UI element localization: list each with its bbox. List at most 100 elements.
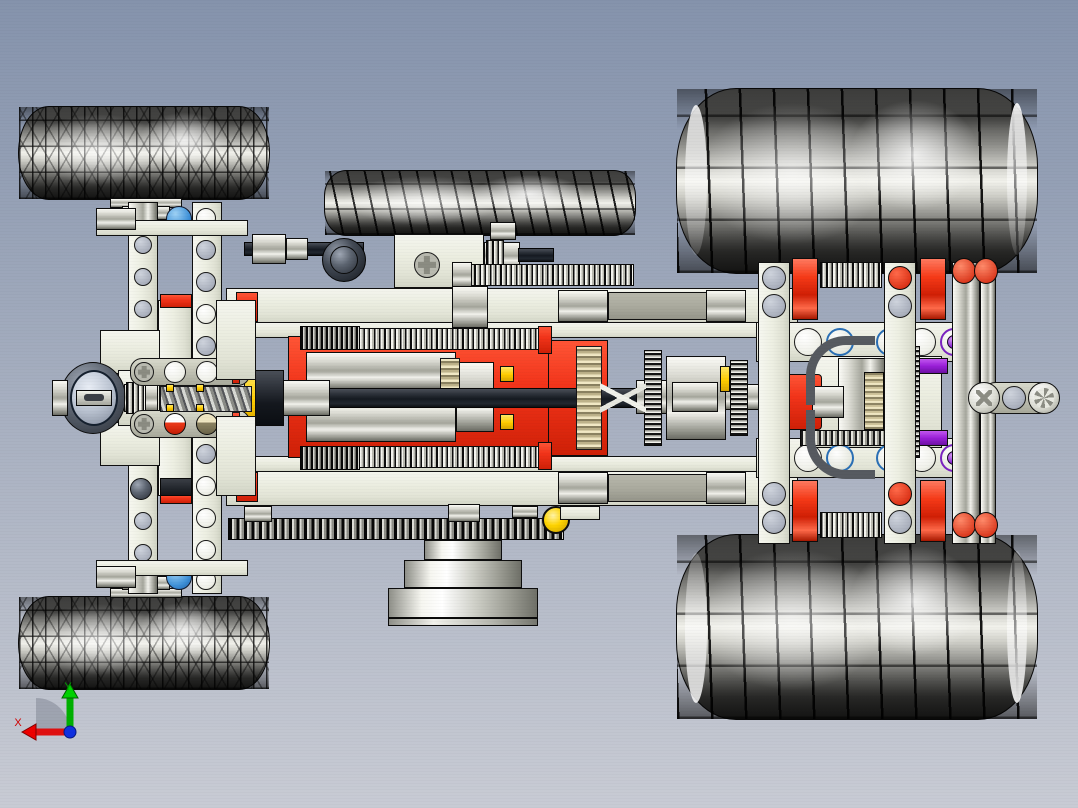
liftarm-hole [134, 512, 152, 530]
chassis-upper-connector-2 [706, 290, 746, 322]
liftarm-hole [134, 300, 152, 318]
uj-black-collar [254, 370, 284, 426]
tread-pattern-hex [19, 597, 269, 689]
rear-vertical-hole [762, 266, 786, 290]
chassis-upper-plate-gray [608, 292, 708, 320]
front-red-marker [160, 294, 192, 308]
front-left-wheel [18, 106, 270, 200]
rear-vertical-hole [762, 482, 786, 506]
steering-rack-gear [468, 264, 634, 286]
cone-stack-base [388, 618, 538, 626]
rear-red-ring-upper [952, 258, 976, 284]
liftarm-hole [134, 268, 152, 286]
chassis-lower-connector [558, 472, 608, 504]
front-right-wheel [18, 596, 270, 690]
connector-splines [1034, 388, 1054, 408]
track-sprocket-right [448, 504, 480, 522]
rear-vertical-hole [762, 510, 786, 534]
rear-red-ring-lower-2 [974, 512, 998, 538]
rear-diff-curve-arm [806, 336, 875, 405]
steering-ball-joint [322, 238, 366, 282]
track-chain [228, 518, 564, 540]
rear-axle-tube-lower-2 [920, 480, 946, 542]
rear-diff-curve-arm-lower [806, 410, 875, 479]
chassis-accent-red-lower [538, 442, 552, 470]
gearbox-drum-upper [306, 352, 456, 390]
gearbox-drum-lower [306, 404, 456, 442]
front-right-axle-stub [96, 566, 136, 588]
shock-red-ball [164, 413, 186, 435]
rear-spline-lower [820, 512, 882, 538]
rear-vertical-hole [888, 510, 912, 534]
liftarm-hole [196, 336, 216, 356]
liftarm-hole [196, 272, 216, 292]
track-sprocket-left [244, 506, 272, 522]
tread-pattern-block [677, 89, 1037, 273]
front-left-axle-stub [96, 208, 136, 230]
liftarm-hole [196, 476, 216, 496]
axis-label-x: X [14, 717, 22, 729]
upper-gear-dark [300, 326, 360, 350]
rear-red-hole [888, 482, 912, 506]
axis-label-y: Y [64, 681, 72, 693]
track-idler [512, 506, 538, 518]
rear-right-wheel [676, 534, 1038, 720]
rear-spline-upper [820, 262, 882, 288]
suspension-spring-center [576, 346, 602, 450]
center-diff-core [672, 382, 718, 412]
liftarm-hole [196, 508, 216, 528]
chassis-lower-connector-2 [706, 472, 746, 504]
front-axle-pin [130, 478, 152, 500]
spring-stop-yellow [196, 384, 204, 392]
rear-left-wheel [676, 88, 1038, 274]
suspension-spring-front [160, 386, 252, 412]
rear-vertical-hole [888, 294, 912, 318]
liftarm-hole [196, 540, 216, 560]
bottom-center-plate [560, 506, 600, 520]
rear-red-hole [888, 266, 912, 290]
rear-vertical-hole [762, 294, 786, 318]
rear-axle-tube-upper-2 [920, 258, 946, 320]
liftarm-hole [134, 236, 152, 254]
steering-box-axle-hole [414, 252, 440, 278]
tire-sidewall-highlight [685, 105, 707, 255]
tread-pattern-block [677, 535, 1037, 719]
yellow-bush [500, 366, 514, 382]
rear-red-ring-lower [952, 512, 976, 538]
front-mid-connector-upper [216, 300, 256, 380]
liftarm-hole [196, 304, 216, 324]
tire-sidewall-highlight [1007, 551, 1027, 703]
shock-pin-hole [196, 361, 218, 383]
yellow-bush-2 [500, 414, 514, 430]
suspension-x-strut [600, 362, 646, 434]
cone-stack-lower [388, 588, 538, 618]
tread-pattern-block-small [325, 171, 635, 235]
center-yellow-bush [720, 366, 730, 392]
rear-red-ring-upper-2 [974, 258, 998, 284]
mid-vertical-column [490, 222, 516, 240]
steering-axle-collar-2 [286, 238, 308, 260]
chassis-accent-red-upper [538, 326, 552, 354]
front-hub-outer-cap [52, 380, 68, 416]
liftarm-hole [196, 240, 216, 260]
spring-stop-yellow [166, 384, 174, 392]
cone-stack-top [424, 540, 502, 560]
steering-ball-socket [330, 246, 358, 274]
steering-link-hole [1002, 386, 1026, 410]
shock-axle-hole [134, 362, 154, 382]
spare-tire [324, 170, 636, 236]
spring-stop-yellow [166, 404, 174, 412]
steering-rack-collar [452, 262, 472, 288]
rear-axle-tube-upper-1 [792, 258, 818, 320]
steering-axle-right [518, 248, 554, 262]
chassis-upper-connector [558, 290, 608, 322]
front-dark-block [160, 478, 192, 496]
rear-axle-tube-lower-1 [792, 480, 818, 542]
shock-tan-ball [196, 413, 218, 435]
front-mid-connector-lower [216, 416, 256, 496]
bevel-gear-center-left [644, 350, 662, 446]
steering-hub-notch [84, 394, 104, 401]
shock-axle-hole [134, 414, 154, 434]
steering-link-axle-connector [968, 382, 1000, 414]
